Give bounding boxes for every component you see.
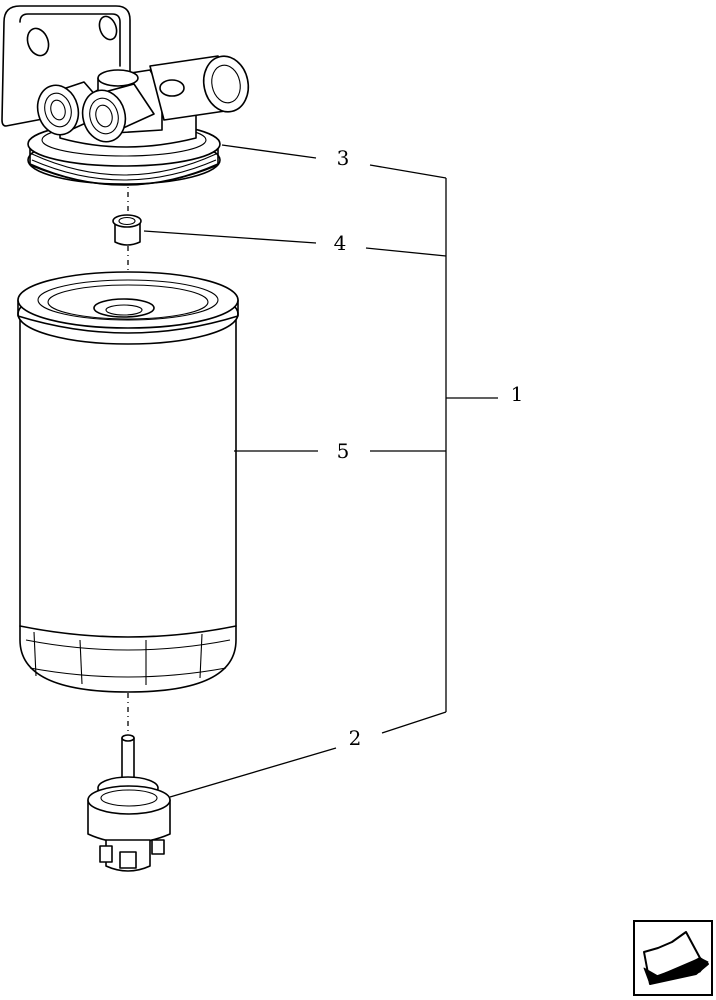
callout-4: 4 [334, 231, 347, 255]
callout-1: 1 [511, 382, 524, 406]
leader-lines [143, 144, 498, 798]
arrow-bottom-left-icon[interactable] [633, 920, 713, 996]
part-filter-cartridge [17, 271, 239, 693]
part-filter-head [1, 5, 250, 186]
part-seal-sleeve [112, 214, 142, 246]
part-drain-sensor [87, 734, 171, 872]
callout-5: 5 [337, 439, 350, 463]
callouts: 3 4 1 5 2 [334, 146, 524, 750]
callout-3: 3 [337, 146, 350, 170]
callout-2: 2 [349, 726, 362, 750]
